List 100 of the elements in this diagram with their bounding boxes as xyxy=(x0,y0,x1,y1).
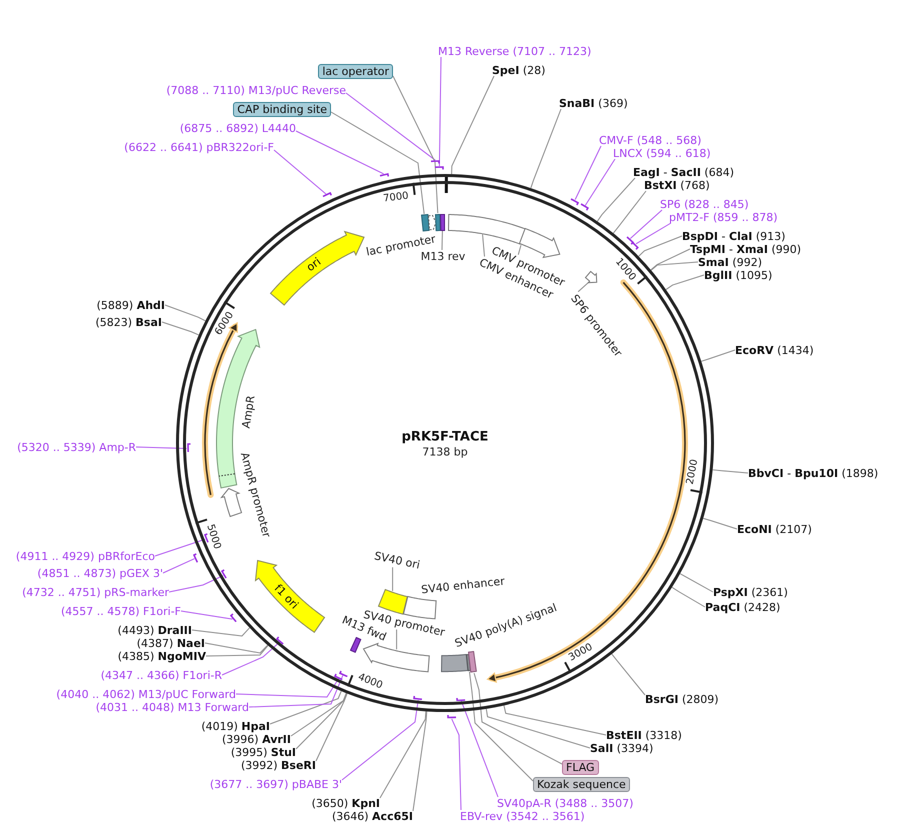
leader-line xyxy=(438,56,442,167)
leader-line xyxy=(530,108,562,189)
restriction-site-label: PspXI (2361) xyxy=(713,586,788,598)
restriction-site-label: PaqCI (2428) xyxy=(705,600,780,614)
primer-label: (4557 .. 4578) F1ori-F xyxy=(61,604,181,618)
leader-line xyxy=(630,210,662,239)
primer-label: SV40pA-R (3488 .. 3507) xyxy=(497,796,634,810)
feature-label: ori xyxy=(304,255,324,276)
restriction-site-label: (3646) Acc65I xyxy=(332,810,413,822)
scale-number: 4000 xyxy=(356,672,384,691)
leader-line xyxy=(665,274,704,290)
leader-line xyxy=(503,704,606,736)
primer-label: (6622 .. 6641) pBR322ori-F xyxy=(124,140,274,154)
primer-label: LNCX (594 .. 618) xyxy=(613,146,711,160)
leader-line xyxy=(248,675,344,708)
primer-label: SP6 (828 .. 845) xyxy=(660,198,749,210)
leader-line xyxy=(442,230,443,250)
feature-block xyxy=(438,212,446,232)
leader-line xyxy=(636,222,672,244)
leader-line xyxy=(222,641,280,676)
primer-site-mark xyxy=(276,636,285,645)
leader-line xyxy=(342,700,419,780)
leader-line xyxy=(330,112,425,214)
restriction-site-label: (4387) NaeI xyxy=(136,636,205,650)
directional-feature xyxy=(268,230,366,307)
primer-site-mark xyxy=(434,166,444,170)
leader-line xyxy=(650,262,698,271)
leader-line xyxy=(451,718,462,810)
feature-label: f1 ori xyxy=(271,581,301,612)
directional-feature xyxy=(220,486,243,518)
leader-line xyxy=(274,150,326,194)
leader-line xyxy=(270,690,342,724)
plasmid-size: 7138 bp xyxy=(422,444,468,460)
restriction-site-label: BstEII (3318) xyxy=(606,728,682,742)
restriction-site-label: (5889) AhdI xyxy=(96,298,165,312)
primer-label: pMT2-F (859 .. 878) xyxy=(669,210,778,224)
scale-number: 5000 xyxy=(204,524,222,551)
directional-feature xyxy=(426,214,438,232)
primer-label: (4911 .. 4929) pBRforEco xyxy=(16,550,155,562)
leader-line xyxy=(702,518,738,530)
feature-tag: Kozak sequence xyxy=(533,776,630,792)
restriction-site-label: (3996) AvrII xyxy=(222,732,291,746)
leader-line xyxy=(392,76,438,214)
leader-line xyxy=(474,672,562,764)
leader-line xyxy=(316,693,348,762)
feature-tag: CAP binding site xyxy=(233,102,331,116)
primer-site-mark xyxy=(430,160,440,165)
leader-line xyxy=(206,645,268,656)
leader-line xyxy=(380,710,426,798)
leader-line xyxy=(482,234,486,258)
directional-feature xyxy=(584,270,598,284)
scale-number: 2000 xyxy=(686,458,701,486)
plasmid-name: pRK5F-TACE xyxy=(402,430,488,444)
leader-line xyxy=(168,575,224,592)
primer-label: (5320 .. 5339) Amp-R xyxy=(17,440,136,454)
leader-line xyxy=(162,322,200,336)
feature-block xyxy=(348,636,362,654)
restriction-site-label: EcoNI (2107) xyxy=(737,522,812,536)
leader-line xyxy=(486,708,590,748)
leader-line xyxy=(672,586,706,608)
leader-line xyxy=(396,629,398,650)
leader-line xyxy=(712,469,748,474)
primer-label: (4851 .. 4873) pGEX 3' xyxy=(37,566,163,580)
leader-line xyxy=(680,573,714,592)
leader-line xyxy=(468,671,534,782)
primer-site-mark xyxy=(334,672,344,680)
primer-label: (4040 .. 4062) M13/pUC Forward xyxy=(56,688,236,700)
restriction-site-label: SpeI (28) xyxy=(492,64,546,76)
primer-site-mark xyxy=(204,533,209,544)
restriction-site-label: EcoRV (1434) xyxy=(735,344,814,356)
restriction-site-label: (4385) NgoMIV xyxy=(118,650,206,662)
leader-line xyxy=(518,244,522,256)
feature-label: SV40 ori xyxy=(372,549,422,573)
primer-label: (4347 .. 4366) F1ori-R xyxy=(100,668,222,682)
directional-feature xyxy=(254,559,326,634)
directional-feature xyxy=(518,227,562,260)
leader-line xyxy=(192,627,250,637)
restriction-site-label: (3650) KpnI xyxy=(312,796,380,810)
feature-block xyxy=(467,650,478,674)
restriction-site-label: TspMI - XmaI (990) xyxy=(690,242,802,256)
primer-label: (7088 .. 7110) M13/pUC Reverse xyxy=(166,84,346,96)
scale-number: 7000 xyxy=(382,191,410,204)
leader-line xyxy=(578,281,590,292)
restriction-site-label: (5823) BsaI xyxy=(95,316,162,328)
restriction-site-label: SalI (3394) xyxy=(590,742,654,754)
feature-block xyxy=(420,213,430,233)
restriction-site-label: BglII (1095) xyxy=(704,268,772,282)
leader-line xyxy=(346,92,436,161)
primer-site-mark xyxy=(338,670,348,678)
restriction-site-label: BstXI (768) xyxy=(644,178,710,192)
primer-site-mark xyxy=(456,696,466,702)
primer-site-mark xyxy=(186,443,191,454)
leader-line xyxy=(204,642,268,654)
leader-line xyxy=(296,130,384,174)
leader-line xyxy=(612,190,646,234)
restriction-site-label: EagI - SacII (684) xyxy=(633,166,734,178)
directional-feature xyxy=(362,642,431,673)
restriction-site-label: SnaBI (369) xyxy=(559,96,628,110)
feature-label: SV40 enhancer xyxy=(420,574,506,598)
leader-line xyxy=(650,248,690,270)
